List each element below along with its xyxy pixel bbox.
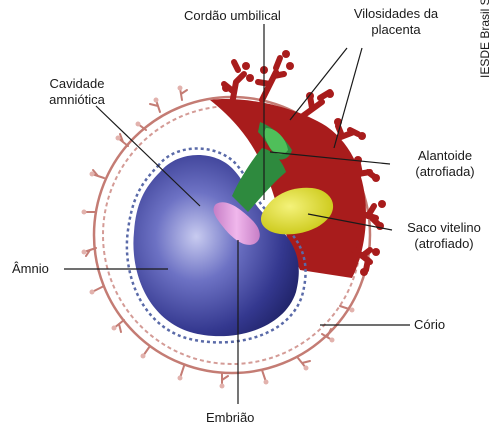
label-yolk-sac: Saco vitelino (atrofiado): [394, 220, 494, 252]
label-chorion: Cório: [414, 317, 445, 333]
label-yolk-sac-line2: (atrofiado): [394, 236, 494, 252]
label-allantois-line2: (atrofiada): [396, 164, 494, 180]
label-amniotic-cavity-line2: amniótica: [22, 92, 132, 108]
label-umbilical-cord: Cordão umbilical: [184, 8, 281, 24]
label-allantois-line1: Alantoide: [396, 148, 494, 164]
label-yolk-sac-line1: Saco vitelino: [394, 220, 494, 236]
credit-text: IESDE Brasil S.A.: [478, 0, 492, 78]
label-placental-villi: Vilosidades da placenta: [336, 6, 456, 38]
label-placental-villi-line1: Vilosidades da: [336, 6, 456, 22]
label-allantois: Alantoide (atrofiada): [396, 148, 494, 180]
label-amnion: Âmnio: [12, 261, 49, 277]
label-placental-villi-line2: placenta: [336, 22, 456, 38]
label-embryo: Embrião: [206, 410, 254, 426]
label-amniotic-cavity-line1: Cavidade: [22, 76, 132, 92]
label-amniotic-cavity: Cavidade amniótica: [22, 76, 132, 108]
